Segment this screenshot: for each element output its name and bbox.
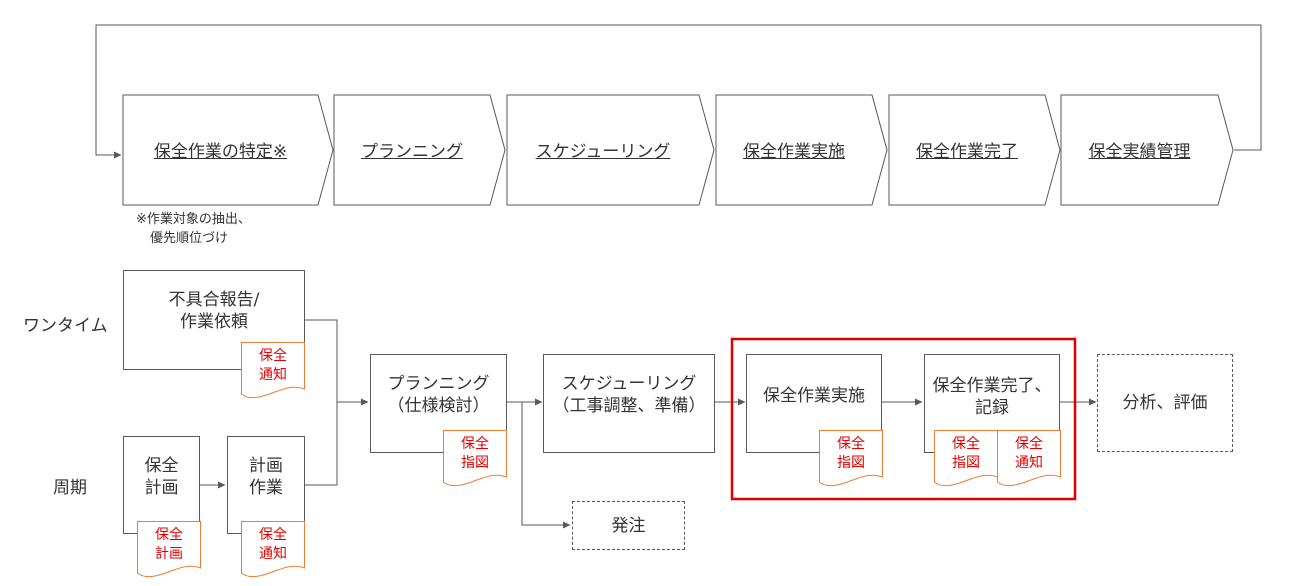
- doc-notice-3-line-1: 保全: [1015, 436, 1043, 452]
- doc-plan-line-1: 保全: [155, 527, 183, 543]
- box-analysis-line-1: 分析、評価: [1122, 393, 1208, 413]
- doc-plan-line-2: 計画: [155, 546, 183, 562]
- doc-notice-2-line-1: 保全: [259, 527, 287, 543]
- footnote-line-2: 優先順位づけ: [150, 231, 229, 246]
- step-scheduling-label: スケジューリング: [535, 141, 671, 162]
- box-defect-report-line-2: 作業依頼: [180, 312, 248, 332]
- box-order: 発注: [572, 501, 685, 550]
- doc-instruction-line-2: 指図: [461, 455, 489, 471]
- doc-notice-icon: 保全 通知: [241, 342, 305, 400]
- box-scheduling-line-2: （工事調整、準備）: [552, 396, 706, 416]
- box-completion-line-1: 保全作業完了、: [932, 376, 1052, 396]
- doc-instruction-line-1: 保全: [461, 436, 489, 452]
- step-execution-label: 保全作業実施: [743, 141, 845, 162]
- box-planning-line-1: プランニング: [387, 374, 490, 394]
- box-planning-line-2: （仕様検討）: [387, 396, 490, 416]
- step-completion-label: 保全作業完了: [916, 141, 1018, 162]
- step-planning-label: プランニング: [361, 141, 463, 162]
- row-label-periodic: 周期: [53, 478, 87, 498]
- box-planned-work-line-2: 作業: [249, 478, 283, 498]
- box-planned-work: 計画 作業: [227, 436, 305, 534]
- box-planned-work-line-1: 計画: [249, 456, 283, 476]
- footnote-line-1: ※作業対象の抽出、: [136, 212, 251, 227]
- box-completion-line-2: 記録: [975, 398, 1009, 418]
- box-execution-line-1: 保全作業実施: [763, 386, 865, 406]
- doc-notice-line-1: 保全: [259, 348, 287, 364]
- box-order-line-1: 発注: [611, 515, 646, 536]
- doc-notice-icon-3: 保全 通知: [997, 430, 1061, 488]
- box-maintenance-plan: 保全 計画: [123, 436, 200, 534]
- box-defect-report-line-1: 不具合報告/: [168, 290, 260, 310]
- box-maintenance-plan-line-1: 保全: [144, 456, 179, 476]
- doc-plan-icon: 保全 計画: [137, 521, 201, 579]
- footnote: ※作業対象の抽出、 優先順位づけ: [136, 210, 251, 248]
- box-analysis: 分析、評価: [1097, 354, 1233, 452]
- step-results-label: 保全実績管理: [1088, 141, 1191, 162]
- doc-notice-icon-2: 保全 通知: [241, 521, 305, 579]
- doc-notice-line-2: 通知: [259, 367, 287, 383]
- step-identify-label: 保全作業の特定※: [153, 141, 288, 162]
- doc-instruction-icon: 保全 指図: [443, 430, 507, 488]
- box-scheduling-line-1: スケジューリング: [561, 374, 697, 394]
- doc-instruction-2-line-1: 保全: [837, 436, 865, 452]
- line-work-to-merge: [305, 402, 338, 486]
- doc-instruction-icon-2: 保全 指図: [819, 430, 883, 488]
- box-maintenance-plan-line-2: 計画: [144, 478, 179, 498]
- box-scheduling: スケジューリング （工事調整、準備）: [543, 354, 715, 453]
- doc-instruction-icon-3: 保全 指図: [934, 430, 998, 488]
- doc-instruction-2-line-2: 指図: [837, 455, 865, 471]
- doc-notice-2-line-2: 通知: [259, 546, 287, 562]
- doc-instruction-3-line-2: 指図: [952, 455, 980, 471]
- doc-instruction-3-line-1: 保全: [952, 436, 980, 452]
- doc-notice-3-line-2: 通知: [1015, 455, 1043, 471]
- line-report-to-merge: [305, 319, 338, 402]
- row-label-onetime: ワンタイム: [23, 316, 108, 336]
